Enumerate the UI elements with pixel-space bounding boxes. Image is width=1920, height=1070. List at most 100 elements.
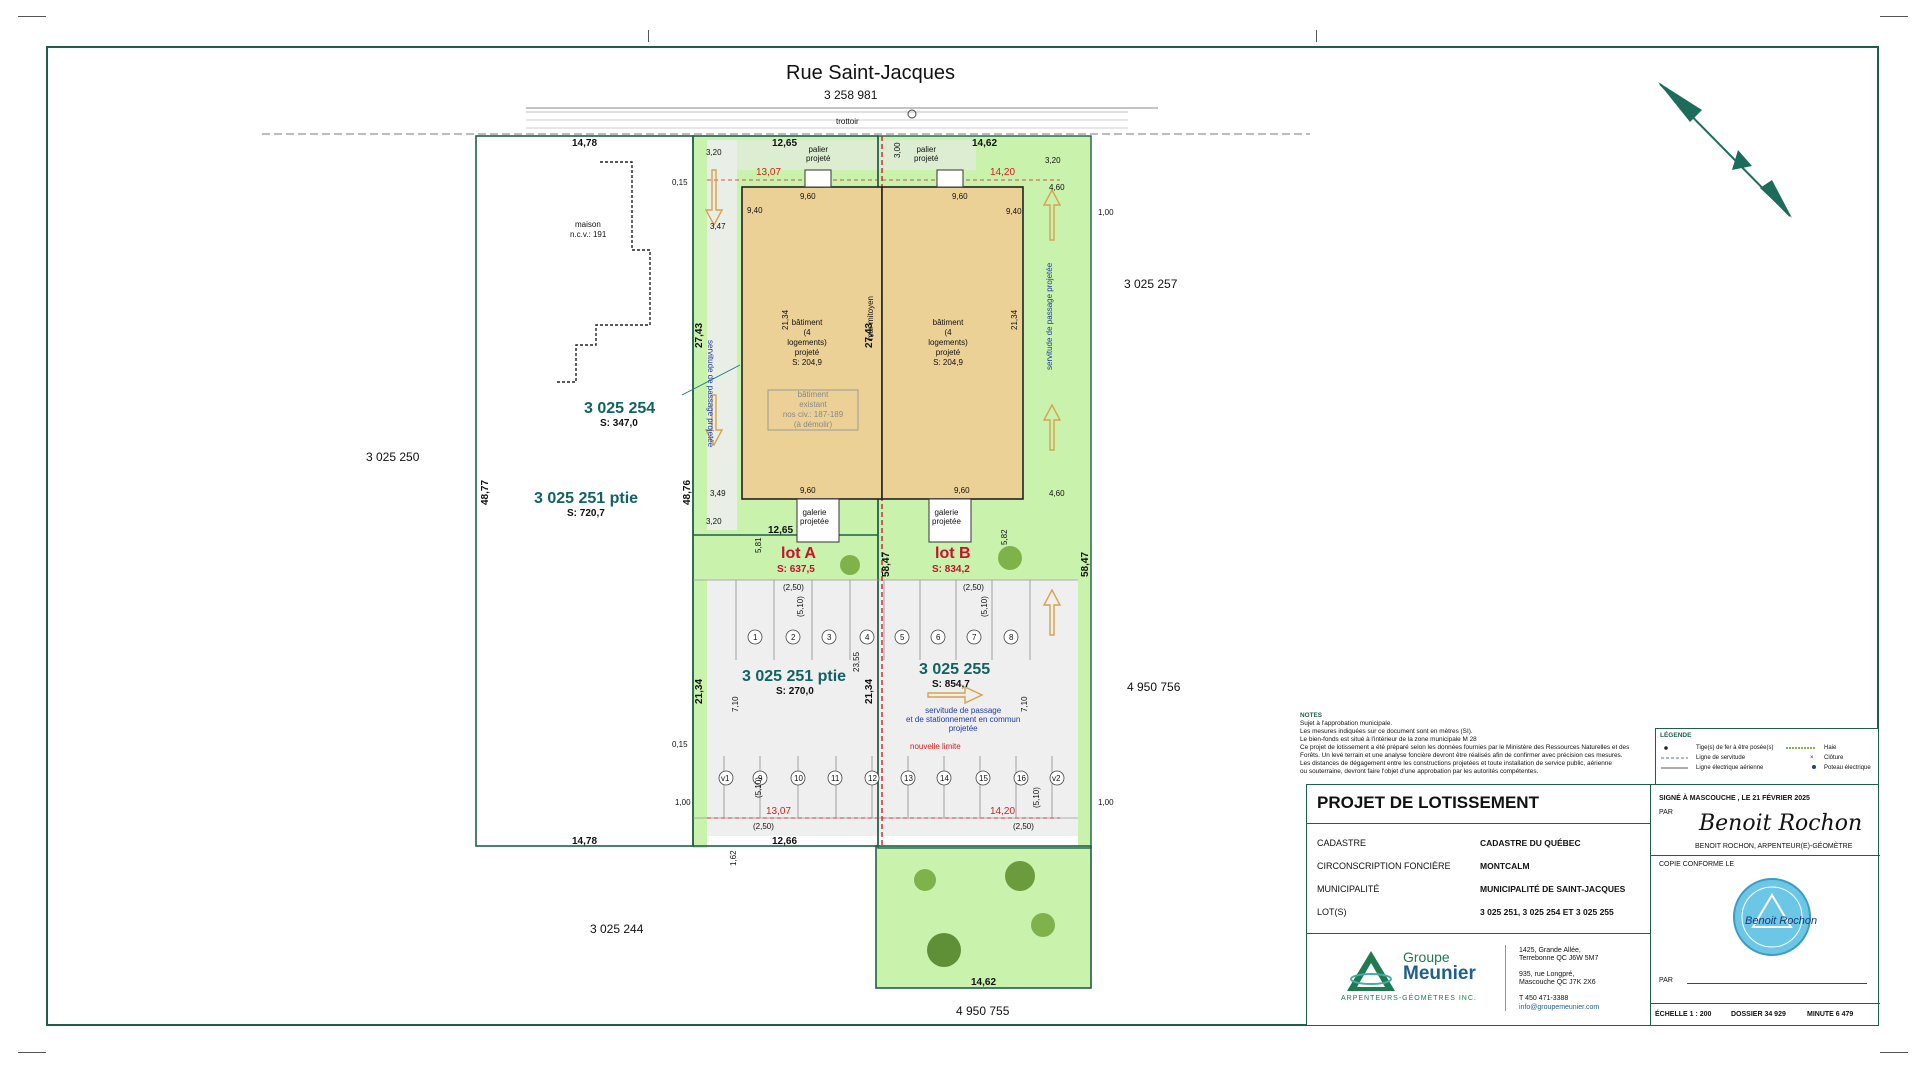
notes-line: ou souterraine, devront faire l'objet d'…: [1300, 768, 1539, 775]
row-municipalite-value: MUNICIPALITÉ DE SAINT-JACQUES: [1480, 884, 1626, 894]
neighbor-lot-west: 3 025 250: [366, 450, 420, 464]
stall-number: 4: [865, 633, 870, 642]
notes-block: NOTES Sujet à l'approbation municipale. …: [1300, 712, 1650, 776]
row-lots-value: 3 025 251, 3 025 254 ET 3 025 255: [1480, 907, 1614, 917]
dim-top-east: 14,62: [972, 138, 998, 149]
row-circonscription-label: CIRCONSCRIPTION FONCIÈRE: [1317, 861, 1451, 871]
dim-top-west: 14,78: [572, 138, 598, 149]
dim-960-a: 9,60: [800, 192, 816, 201]
stall-number: 6: [936, 633, 941, 642]
crop-mark: [1880, 1052, 1908, 1053]
stall-number: 9: [758, 774, 763, 783]
row-cadastre-label: CADASTRE: [1317, 838, 1367, 848]
dim-940-a: 9,40: [747, 206, 763, 215]
lot-3025254-number: 3 025 254: [584, 400, 656, 417]
stall-number: 11: [831, 774, 840, 783]
stall-number: 14: [940, 774, 949, 783]
company-logo-icon: [1347, 951, 1395, 991]
stall-number: v2: [1052, 774, 1061, 783]
crop-mark: [1316, 30, 1317, 42]
dim-bottom-west: 14,78: [572, 836, 598, 847]
dim-100-b: 1,00: [1098, 798, 1114, 807]
dim-347: 3,47: [710, 222, 726, 231]
dim-2743-b: 27,43: [864, 322, 875, 348]
lot-3025254-area: S: 347,0: [600, 418, 638, 429]
neighbor-lot-southeast: 4 950 756: [1127, 680, 1181, 694]
address-1: 1425, Grande Allée,: [1519, 947, 1581, 954]
signer-name: BENOIT ROCHON, ARPENTEUR(E)-GÉOMÈTRE: [1695, 843, 1853, 850]
address-2: Terrebonne QC J6W 5M7: [1519, 955, 1599, 962]
dim-2743-a: 27,43: [694, 322, 705, 348]
street-name: Rue Saint-Jacques: [786, 62, 955, 84]
signature: Benoit Rochon: [1699, 811, 1863, 836]
dim-560-c: 9,60: [952, 192, 968, 201]
legend-title: LÉGENDE: [1660, 732, 1692, 739]
minute: MINUTE 6 479: [1807, 1011, 1854, 1018]
par2-label: PAR: [1659, 977, 1673, 984]
lot-3025251b-number: 3 025 251 ptie: [742, 668, 847, 685]
notes-title: NOTES: [1300, 712, 1323, 719]
stall-number: 1: [753, 633, 758, 642]
crop-mark: [18, 16, 46, 17]
dim-2355: 23,55: [852, 651, 861, 672]
dossier: DOSSIER 34 929: [1731, 1011, 1786, 1018]
svg-text:Benoit Rochon: Benoit Rochon: [1745, 915, 1817, 927]
north-arrow-icon: [1658, 82, 1792, 218]
dim-100-c: 1,00: [675, 798, 691, 807]
crop-mark: [1880, 16, 1908, 17]
dim-bottom-east: 14,62: [971, 977, 997, 988]
lot-3025251b-area: S: 270,0: [776, 686, 814, 697]
legend-item: Haie: [1824, 745, 1837, 751]
stall-number: 2: [791, 633, 796, 642]
legend-item: Ligne de servitude: [1696, 755, 1746, 761]
dim-015-b: 0,15: [672, 740, 688, 749]
title-block-left: PROJET DE LOTISSEMENT CADASTRE CADASTRE …: [1307, 785, 1651, 1025]
crop-mark: [18, 1052, 46, 1053]
seal-stamp-icon: Benoit Rochon: [1733, 878, 1817, 956]
notes-line: Forêts. Un levé terrain et une analyse f…: [1300, 752, 1623, 759]
company-name-3: ARPENTEURS-GÉOMÈTRES INC.: [1341, 995, 1477, 1002]
email-link[interactable]: info@groupemeunier.com: [1519, 1004, 1600, 1011]
dim-250-d: (2,50): [1013, 822, 1034, 831]
dim-710-a: 7,10: [731, 696, 740, 712]
drawing-frame: [46, 46, 1879, 1026]
notes-line: Ce projet de lotissement a été préparé s…: [1300, 744, 1630, 751]
stall-number: 8: [1009, 633, 1014, 642]
legend-item: Clôture: [1824, 755, 1844, 761]
dim-2134-d: 21,34: [864, 678, 875, 704]
dim-460-b: 4,60: [1049, 489, 1065, 498]
stall-number: 3: [827, 633, 832, 642]
neighbor-lot-south: 4 950 755: [956, 1004, 1010, 1018]
dim-5847-a: 58,47: [881, 551, 892, 577]
notes-line: Les distances de dégagement entre les co…: [1300, 760, 1612, 767]
dim-bottom-mid: 12,66: [772, 836, 798, 847]
dim-320-b: 3,20: [1045, 156, 1061, 165]
phone: T 450 471-3388: [1519, 995, 1569, 1002]
dim-5847-b: 58,47: [1080, 551, 1091, 577]
legend-symbols-icon: ×: [1661, 746, 1816, 769]
stall-number: 16: [1017, 774, 1026, 783]
dim-red-1307-bottom: 13,07: [766, 806, 792, 817]
dim-960-b: 9,60: [800, 486, 816, 495]
sidewalk-label: trottoir: [836, 117, 859, 126]
legend: LÉGENDE Tige(s) de fer à être posée(s) L…: [1655, 728, 1879, 785]
row-cadastre-value: CADASTRE DU QUÉBEC: [1480, 838, 1581, 848]
dim-960-c: 9,60: [954, 486, 970, 495]
dim-2134-b: 21,34: [1010, 309, 1019, 330]
lot-3025255-number: 3 025 255: [919, 661, 991, 678]
dim-320-c: 3,20: [706, 517, 722, 526]
dim-581: 5,81: [754, 537, 763, 553]
notes-line: Sujet à l'approbation municipale.: [1300, 720, 1393, 727]
legend-item: Poteau électrique: [1824, 765, 1871, 771]
stall-number: 7: [972, 633, 977, 642]
dim-mid-1265: 12,65: [768, 525, 794, 536]
new-limit-label: nouvelle limite: [910, 742, 961, 751]
dim-349: 3,49: [710, 489, 726, 498]
dim-940-b: 9,40: [1006, 207, 1022, 216]
dim-red-1307-top: 13,07: [756, 167, 782, 178]
stall-number: 10: [794, 774, 803, 783]
dim-510-d: (5,10): [1032, 787, 1041, 808]
